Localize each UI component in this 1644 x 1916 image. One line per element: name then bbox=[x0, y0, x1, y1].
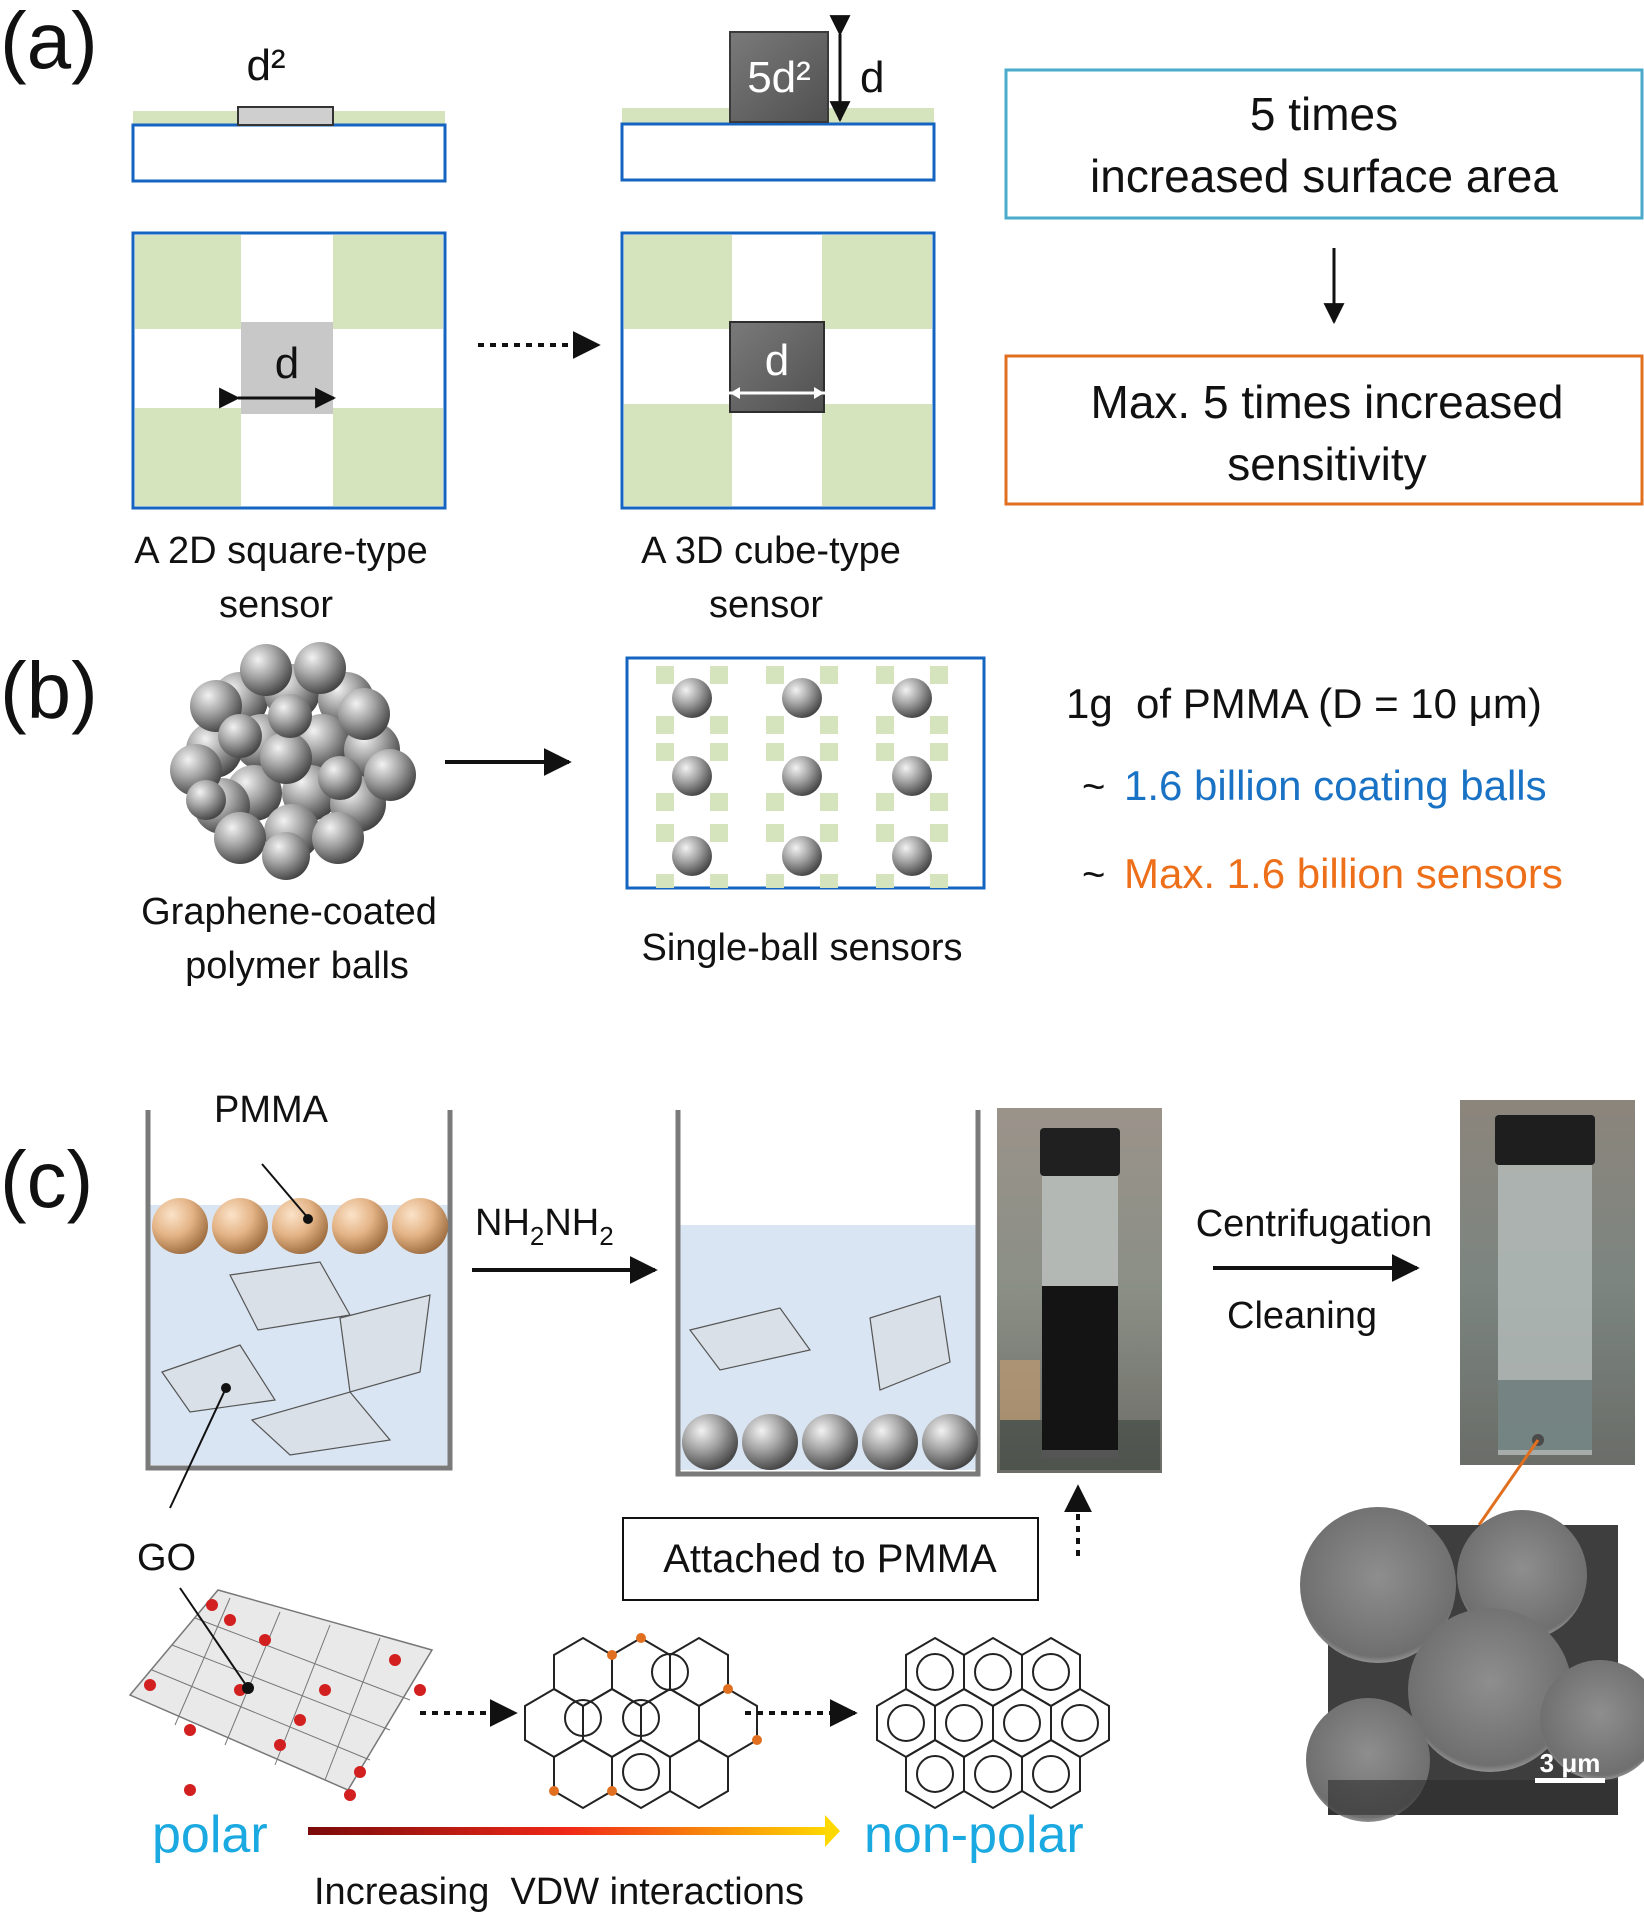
stat-sensors: Max. 1.6 billion sensors bbox=[1124, 850, 1563, 897]
reagent-label: NH2NH2 bbox=[475, 1202, 614, 1251]
stat-coating: 1.6 billion coating balls bbox=[1124, 762, 1547, 809]
vdw-label: Increasing VDW interactions bbox=[314, 1871, 804, 1913]
caption-3d-line2: sensor bbox=[709, 584, 823, 626]
sensitivity-line1: Max. 5 times increased bbox=[1091, 376, 1564, 428]
square-film-2d bbox=[237, 106, 334, 126]
scale-bar bbox=[1535, 1778, 1605, 1783]
vdw-gradient-bar bbox=[308, 1827, 828, 1835]
caption-3d-line1: A 3D cube-type bbox=[641, 530, 901, 572]
centrifugation-label: Centrifugation bbox=[1196, 1203, 1433, 1245]
balls-caption-line1: Graphene-coated bbox=[141, 891, 437, 933]
polar-groups bbox=[549, 1633, 762, 1796]
attached-label: Attached to PMMA bbox=[663, 1537, 997, 1581]
pmma-label: PMMA bbox=[214, 1089, 329, 1131]
area-label-2d: d² bbox=[246, 41, 285, 90]
stat-pmma: 1g of PMMA (D = 10 μm) bbox=[1066, 680, 1542, 727]
attached-box bbox=[622, 1517, 1039, 1601]
cube-side bbox=[729, 31, 829, 123]
polar-label: polar bbox=[152, 1806, 268, 1864]
beaker-before bbox=[145, 1110, 453, 1509]
caption-2d-line2: sensor bbox=[219, 584, 333, 626]
cube-top bbox=[729, 321, 825, 413]
balls-caption-line2: polymer balls bbox=[185, 945, 409, 987]
sem-connector bbox=[1477, 1439, 1540, 1526]
width-label-2d: d bbox=[275, 339, 299, 388]
top-view-3d bbox=[620, 231, 936, 510]
panel-b-label: (b) bbox=[0, 646, 98, 735]
vial-photo-clean bbox=[1460, 1100, 1635, 1465]
scale-bar-label: 3 μm bbox=[1540, 1748, 1601, 1778]
vdw-arrow-head bbox=[825, 1815, 840, 1847]
panel-a-label: (a) bbox=[0, 0, 98, 85]
go-label: GO bbox=[137, 1537, 196, 1579]
lattice-graphene bbox=[876, 1636, 1110, 1810]
beaker-after bbox=[675, 1110, 981, 1477]
side-view-2d bbox=[131, 106, 447, 183]
surface-area-box bbox=[1004, 68, 1644, 220]
sem-image bbox=[1300, 1507, 1644, 1822]
sensitivity-box bbox=[1004, 354, 1644, 506]
sensitivity-line2: sensitivity bbox=[1227, 438, 1426, 490]
go-flake bbox=[161, 1261, 431, 1456]
height-label: d bbox=[860, 53, 884, 102]
top-view-2d bbox=[131, 231, 447, 510]
surface-area-line2: increased surface area bbox=[1090, 150, 1558, 202]
caption-2d-line1: A 2D square-type bbox=[134, 530, 428, 572]
width-label-3d: d bbox=[765, 336, 789, 385]
lattice-partial bbox=[524, 1636, 758, 1810]
panel-c-label: (c) bbox=[0, 1135, 93, 1224]
ball-cluster bbox=[170, 642, 416, 880]
side-view-3d bbox=[620, 15, 936, 182]
sensors-caption: Single-ball sensors bbox=[641, 927, 962, 969]
sensor-array bbox=[625, 656, 986, 890]
tilde-2: ~ bbox=[1082, 853, 1105, 897]
go-sheet bbox=[128, 1587, 434, 1801]
tilde-1: ~ bbox=[1082, 765, 1105, 809]
nonpolar-label: non-polar bbox=[864, 1806, 1084, 1864]
area-label-3d: 5d² bbox=[747, 53, 811, 102]
surface-area-line1: 5 times bbox=[1250, 88, 1398, 140]
cleaning-label: Cleaning bbox=[1227, 1295, 1377, 1337]
vial-photo-dark bbox=[997, 1108, 1162, 1473]
